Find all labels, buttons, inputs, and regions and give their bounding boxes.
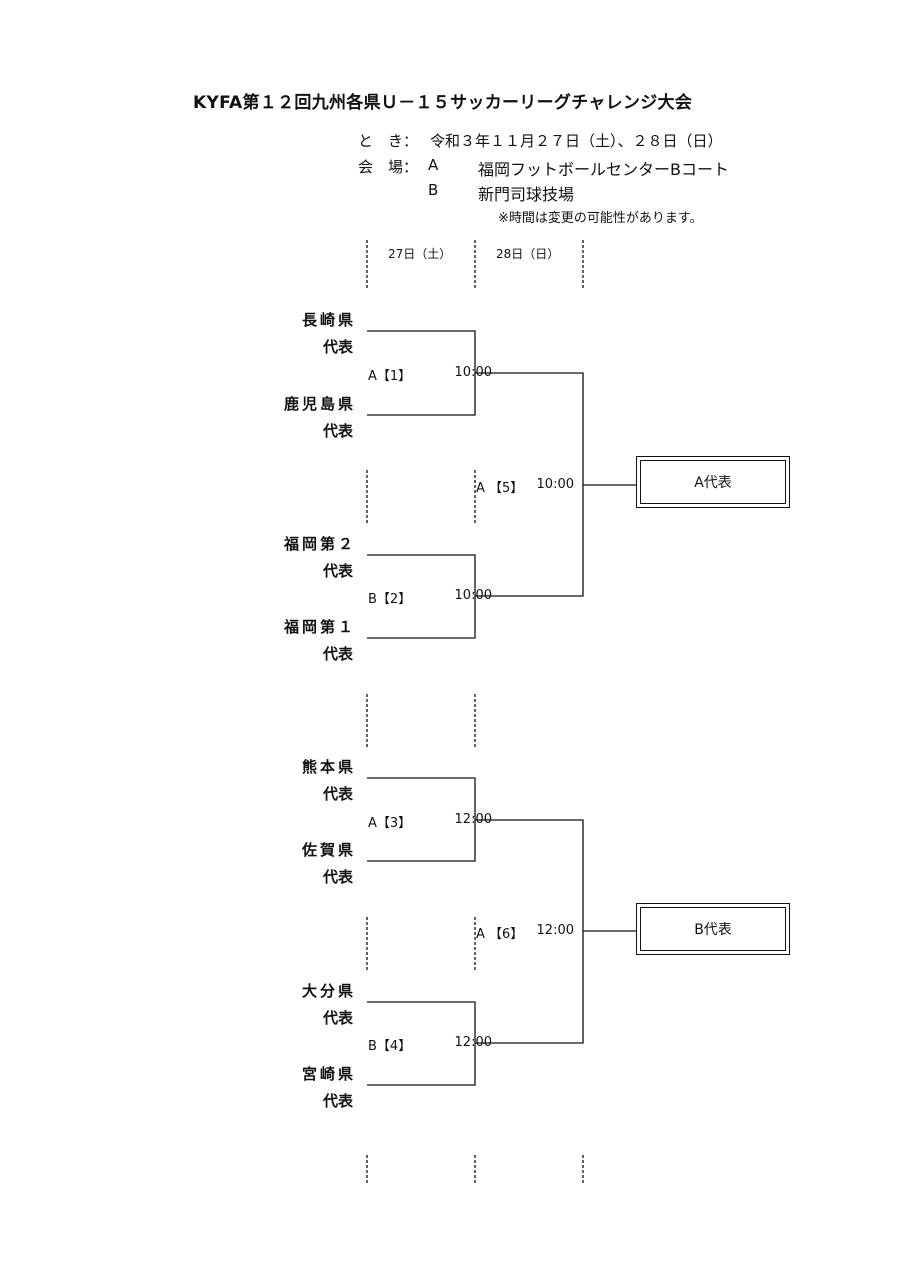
match-time: 10:00 [454, 588, 492, 603]
venue-a-code: A [428, 156, 439, 174]
dashed-dividers [366, 240, 584, 1185]
winner-label: B代表 [694, 922, 732, 938]
team-name: 福岡第２ [283, 535, 356, 553]
bracket-connectors [367, 330, 636, 1086]
team-rep: 代表 [322, 785, 353, 803]
match-code: A【3】 [368, 816, 412, 831]
day2-header: 28日（日） [496, 247, 560, 261]
team-name: 鹿児島県 [283, 395, 356, 413]
team-name: 長崎県 [301, 311, 356, 329]
page-title: KYFA第１２回九州各県Ｕ－１５サッカーリーグチャレンジ大会 [193, 93, 693, 113]
team-name: 佐賀県 [301, 841, 356, 859]
match-time: 12:00 [454, 812, 492, 827]
match-time: 10:00 [454, 365, 492, 380]
venue-a-name: 福岡フットボールセンターBコート [478, 160, 729, 179]
venue-label: 会 場： [358, 158, 419, 176]
date-value: 令和３年１１月２７日（土）、２８日（日） [430, 132, 723, 150]
team-rep: 代表 [322, 1009, 353, 1027]
match-code: A 【5】 [476, 481, 524, 496]
venue-b-name: 新門司球技場 [478, 185, 575, 204]
winner-box-b: B代表 [636, 903, 790, 955]
team-name: 熊本県 [301, 758, 356, 776]
team-rep: 代表 [322, 422, 353, 440]
match-code: A 【6】 [476, 927, 524, 942]
winner-label: A代表 [694, 475, 732, 491]
day1-header: 27日（土） [388, 247, 452, 261]
match-time: 12:00 [454, 1035, 492, 1050]
winner-box-a: A代表 [636, 456, 790, 508]
team-rep: 代表 [322, 868, 353, 886]
schedule-note: ※時間は変更の可能性があります。 [498, 211, 703, 226]
team-name: 福岡第１ [283, 618, 356, 636]
team-rep: 代表 [322, 562, 353, 580]
venue-b-code: B [428, 181, 439, 199]
match-code: A【1】 [368, 369, 412, 384]
team-rep: 代表 [322, 1092, 353, 1110]
match-code: B【4】 [368, 1039, 412, 1054]
team-rep: 代表 [322, 645, 353, 663]
match-time: 10:00 [536, 477, 574, 492]
match-code: B【2】 [368, 592, 412, 607]
team-rep: 代表 [322, 338, 353, 356]
match-time: 12:00 [536, 923, 574, 938]
team-name: 大分県 [301, 982, 356, 1000]
team-name: 宮崎県 [301, 1065, 356, 1083]
date-label: と き： [358, 132, 419, 150]
